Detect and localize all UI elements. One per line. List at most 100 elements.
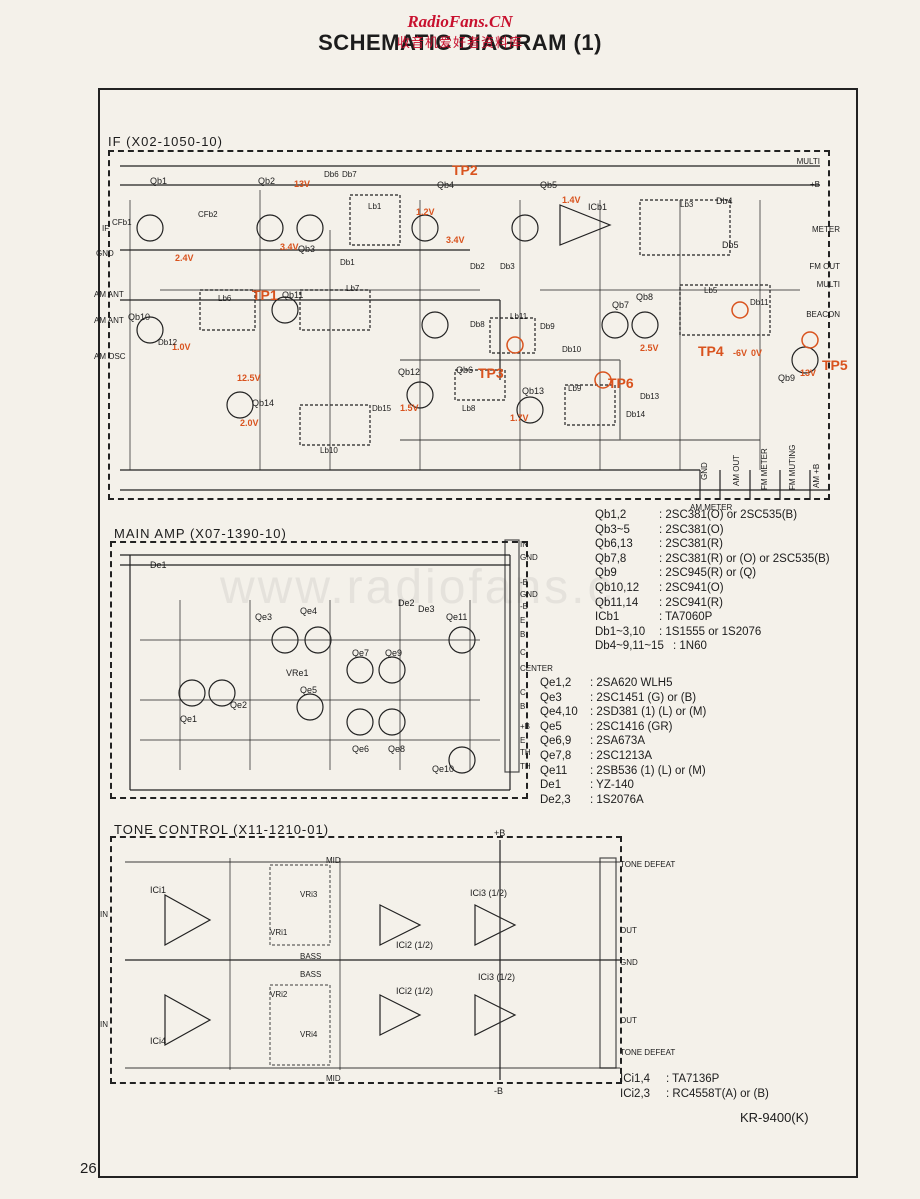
component-label: Qb12 [398,367,421,377]
if-board-outline [108,150,830,500]
voltage-label: 1.2V [416,207,435,217]
part-ref: ICi2,3 [620,1087,651,1100]
component-label: Lb6 [218,294,232,303]
watermark-sub: 收音机爱好者资料库 [396,35,523,50]
component-label: Qb8 [636,292,654,302]
component-label: Db10 [562,345,582,354]
component-label: VRi1 [270,928,288,937]
if-conn-fm-out: FM OUT [809,262,840,271]
part-ref: Qe11 [540,764,568,777]
main-conn: GND [520,553,538,562]
voltage-label: 2.0V [240,418,259,428]
component-label: Db7 [342,170,357,179]
component-label: VRi2 [270,990,288,999]
part-value: : 2SB536 (1) (L) or (M) [590,764,706,777]
if-conn-meter: METER [812,225,840,234]
part-value: : 2SA620 WLH5 [590,677,673,689]
main-conn: C [520,688,526,697]
component-label: Lb3 [680,200,694,209]
component-label: Db11 [750,298,769,307]
tone-conn-in: IN [100,910,108,919]
if-bottom-fm-muting: FM MUTING [788,444,797,490]
component-label: Db14 [626,410,646,419]
main-conn: E [520,616,526,625]
part-ref: De2,3 [540,793,571,806]
part-value: : 1S2076A [590,793,644,806]
component-label: Db1 [340,258,355,267]
part-value: : YZ-140 [590,779,634,792]
tone-section-label: TONE CONTROL (X11-1210-01) [114,822,330,837]
component-label: Qe6 [352,744,370,754]
component-label: Qb7 [612,300,630,310]
tone-conn-defeat-2: TONE DEFEAT [620,1048,676,1057]
part-value: : RC4558T(A) or (B) [666,1087,769,1100]
main-amp-section-label: MAIN AMP (X07-1390-10) [114,526,287,541]
main-conn: E [520,736,526,745]
part-ref: De1 [540,779,562,792]
component-label: Qe11 [446,612,468,622]
if-conn-am-ant-2: AM ANT [94,316,124,325]
part-ref: Qe3 [540,691,562,704]
part-ref: Db1~3,10 [595,625,646,638]
tone-conn-defeat: TONE DEFEAT [620,860,676,869]
component-label: De1 [150,560,167,570]
tone-board-outline [110,836,622,1084]
voltage-label: 13V [294,179,311,189]
tone-mid-label: MID [326,856,341,865]
part-value: : 2SC945(R) or (Q) [659,567,757,580]
tone-conn-out-2: OUT [620,1016,637,1025]
test-point-tp6: TP6 [608,375,634,391]
part-ref: Qe7,8 [540,749,572,762]
component-label: Qb9 [778,373,796,383]
part-ref: ICb1 [595,611,620,624]
part-ref: Qb3~5 [595,523,630,536]
part-value: : 1S1555 or 1S2076 [659,625,762,638]
part-value: : 2SA673A [590,735,645,748]
component-label: Db8 [470,320,485,329]
part-value: : 2SC381(R) or (O) or 2SC535(B) [659,552,830,565]
tone-bass-label: BASS [300,952,322,961]
page-title: SCHEMATIC DIAGRAM (1) [318,30,602,55]
tone-ic-label: ICi3 (1/2) [478,972,516,982]
part-ref: Qb9 [595,567,617,580]
component-label: Db3 [500,262,515,271]
if-bottom-am-plus-b: AM +B [812,463,821,488]
part-value: : 2SC381(O) or 2SC535(B) [659,509,798,521]
component-label: VRi3 [300,890,318,899]
watermark-overlay: www.radiofans.c [220,561,615,614]
voltage-label: 2.4V [175,253,194,263]
component-label: Db2 [470,262,485,271]
component-label: VRi4 [300,1030,318,1039]
voltage-label: 1.5V [400,403,419,413]
main-conn: -B [520,578,528,587]
tone-ic-label: ICi3 (1/2) [470,888,508,898]
main-conn: TH [520,762,531,771]
tone-conn-minus-b: -B [494,1086,503,1096]
component-label: Lb11 [510,312,528,321]
watermark-site: RadioFans.CN [407,12,513,31]
part-value: : 2SC1451 (G) or (B) [590,691,697,704]
voltage-label: 3.4V [446,235,465,245]
part-ref: Qb10,12 [595,581,640,594]
component-label: ICb1 [588,202,608,212]
tone-conn-gnd: GND [620,958,638,967]
part-ref: Qe1,2 [540,677,572,689]
component-label: Qb5 [540,180,558,190]
part-value: : TA7060P [659,611,713,624]
if-conn-gnd: GND [96,249,114,258]
component-label: Qb13 [522,386,545,396]
part-ref: Qe6,9 [540,735,572,748]
if-conn-multi-2: MULTI [816,280,840,289]
part-value: : 2SC381(O) [659,523,724,536]
component-label: Qb14 [252,398,275,408]
tone-mid-label-2: MID [326,1074,341,1083]
part-ref: Qb1,2 [595,509,627,521]
voltage-label: 2.5V [640,343,659,353]
voltage-label: 1.4V [562,195,581,205]
part-value: : 2SC381(R) [659,538,723,551]
component-label: Lb9 [568,384,582,393]
voltage-label: 12.5V [237,373,261,383]
part-value: : 2SC1416 (GR) [590,720,673,733]
component-label: Qb6 [456,365,474,375]
